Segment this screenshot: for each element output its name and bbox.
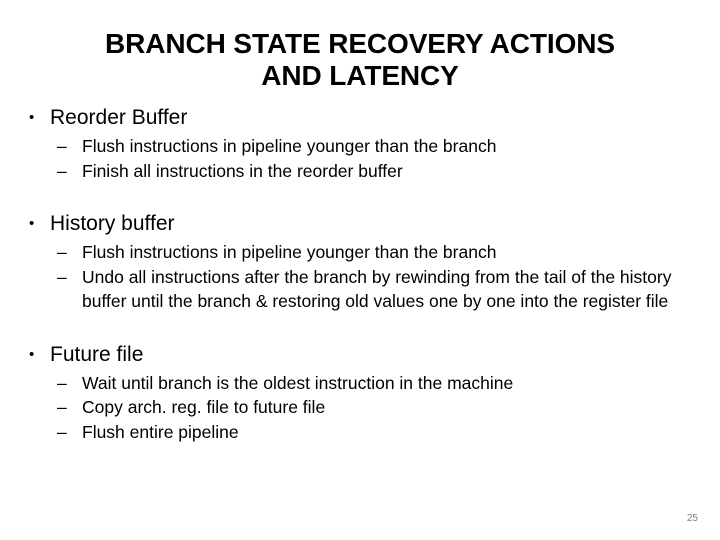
- bullet-dot-icon: •: [29, 345, 35, 363]
- bullet-dash-icon: –: [57, 136, 67, 156]
- bullet-group-future-file: • Future file – Wait until branch is the…: [0, 341, 720, 445]
- bullet-dash-icon: –: [57, 160, 67, 181]
- slide-body: • Reorder Buffer – Flush instructions in…: [0, 104, 720, 444]
- slide-title-line-1: BRANCH STATE RECOVERY ACTIONS: [105, 28, 615, 59]
- bullet-dash-icon: –: [57, 421, 67, 442]
- bullet-dash-icon: –: [57, 242, 67, 262]
- bullet-level1-reorder-buffer: • Reorder Buffer: [0, 104, 720, 132]
- bullet-level1-future-file: • Future file: [0, 341, 720, 369]
- bullet-level2-label: Flush instructions in pipeline younger t…: [82, 242, 497, 262]
- bullet-level2-label: Finish all instructions in the reorder b…: [82, 160, 403, 181]
- bullet-group-reorder-buffer: • Reorder Buffer – Flush instructions in…: [0, 104, 720, 183]
- bullet-level1-history-buffer: • History buffer: [0, 210, 720, 238]
- bullet-level2-label: Flush instructions in pipeline younger t…: [82, 136, 497, 156]
- bullet-level2-list-future-file: – Wait until branch is the oldest instru…: [0, 371, 720, 445]
- bullet-level2-item: – Copy arch. reg. file to future file: [0, 395, 720, 420]
- bullet-dash-icon: –: [57, 372, 67, 393]
- bullet-level2-label: Copy arch. reg. file to future file: [82, 397, 326, 417]
- page-number: 25: [686, 513, 698, 524]
- slide-title-line-2: AND LATENCY: [261, 59, 459, 91]
- slide-title: BRANCH STATE RECOVERY ACTIONS AND LATENC…: [36, 28, 684, 91]
- bullet-level2-label: Flush entire pipeline: [82, 421, 239, 442]
- bullet-level2-item: – Flush entire pipeline: [0, 420, 720, 445]
- bullet-level2-list-reorder-buffer: – Flush instructions in pipeline younger…: [0, 134, 720, 183]
- bullet-level1-label: Future file: [50, 342, 144, 366]
- bullet-level2-list-history-buffer: – Flush instructions in pipeline younger…: [0, 240, 720, 314]
- bullet-level2-item: – Finish all instructions in the reorder…: [0, 159, 720, 184]
- bullet-level2-label: Wait until branch is the oldest instruct…: [82, 372, 514, 393]
- bullet-level1-label: Reorder Buffer: [50, 106, 188, 129]
- bullet-group-history-buffer: • History buffer – Flush instructions in…: [0, 210, 720, 314]
- bullet-level2-item: – Flush instructions in pipeline younger…: [0, 134, 720, 159]
- bullet-level2-item: – Flush instructions in pipeline younger…: [0, 240, 720, 265]
- bullet-level1-label: History buffer: [50, 212, 175, 235]
- bullet-dot-icon: •: [29, 215, 35, 232]
- bullet-level2-item: – Wait until branch is the oldest instru…: [0, 371, 720, 396]
- bullet-dash-icon: –: [57, 266, 67, 287]
- bullet-dot-icon: •: [29, 109, 35, 126]
- bullet-level2-item: – Undo all instructions after the branch…: [0, 265, 720, 314]
- bullet-level2-label: Undo all instructions after the branch b…: [82, 266, 672, 312]
- bullet-dash-icon: –: [57, 397, 67, 417]
